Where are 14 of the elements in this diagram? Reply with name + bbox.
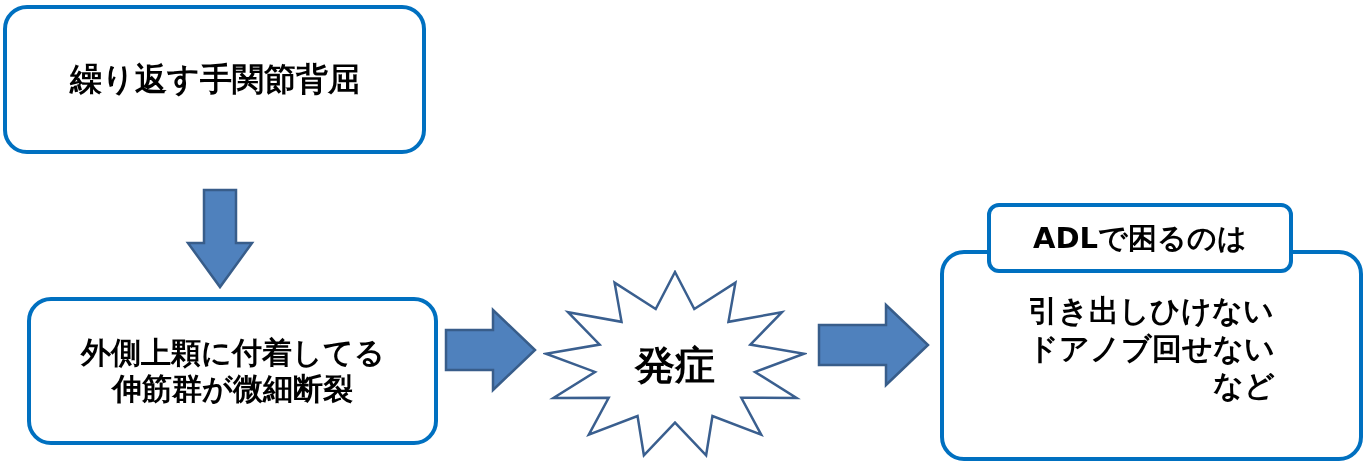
burst-label: 発症 [635,341,715,389]
block-arrow [817,302,930,388]
box-label: 繰り返す手関節背屈 [69,60,360,99]
box-label: 外側上顆に付着してる伸筋群が微細断裂 [79,335,386,407]
box-label: ADLで困るのは [1033,220,1247,256]
process-box [3,5,426,154]
starburst-shape [543,270,807,460]
list-item: など [1212,367,1275,405]
block-arrow [444,307,537,393]
heading-tab [987,203,1293,273]
list-item: 引き出しひけない [1028,292,1275,330]
block-arrow [185,188,255,290]
list-item: ドアノブ回せない [1028,329,1275,367]
process-box [27,297,438,445]
